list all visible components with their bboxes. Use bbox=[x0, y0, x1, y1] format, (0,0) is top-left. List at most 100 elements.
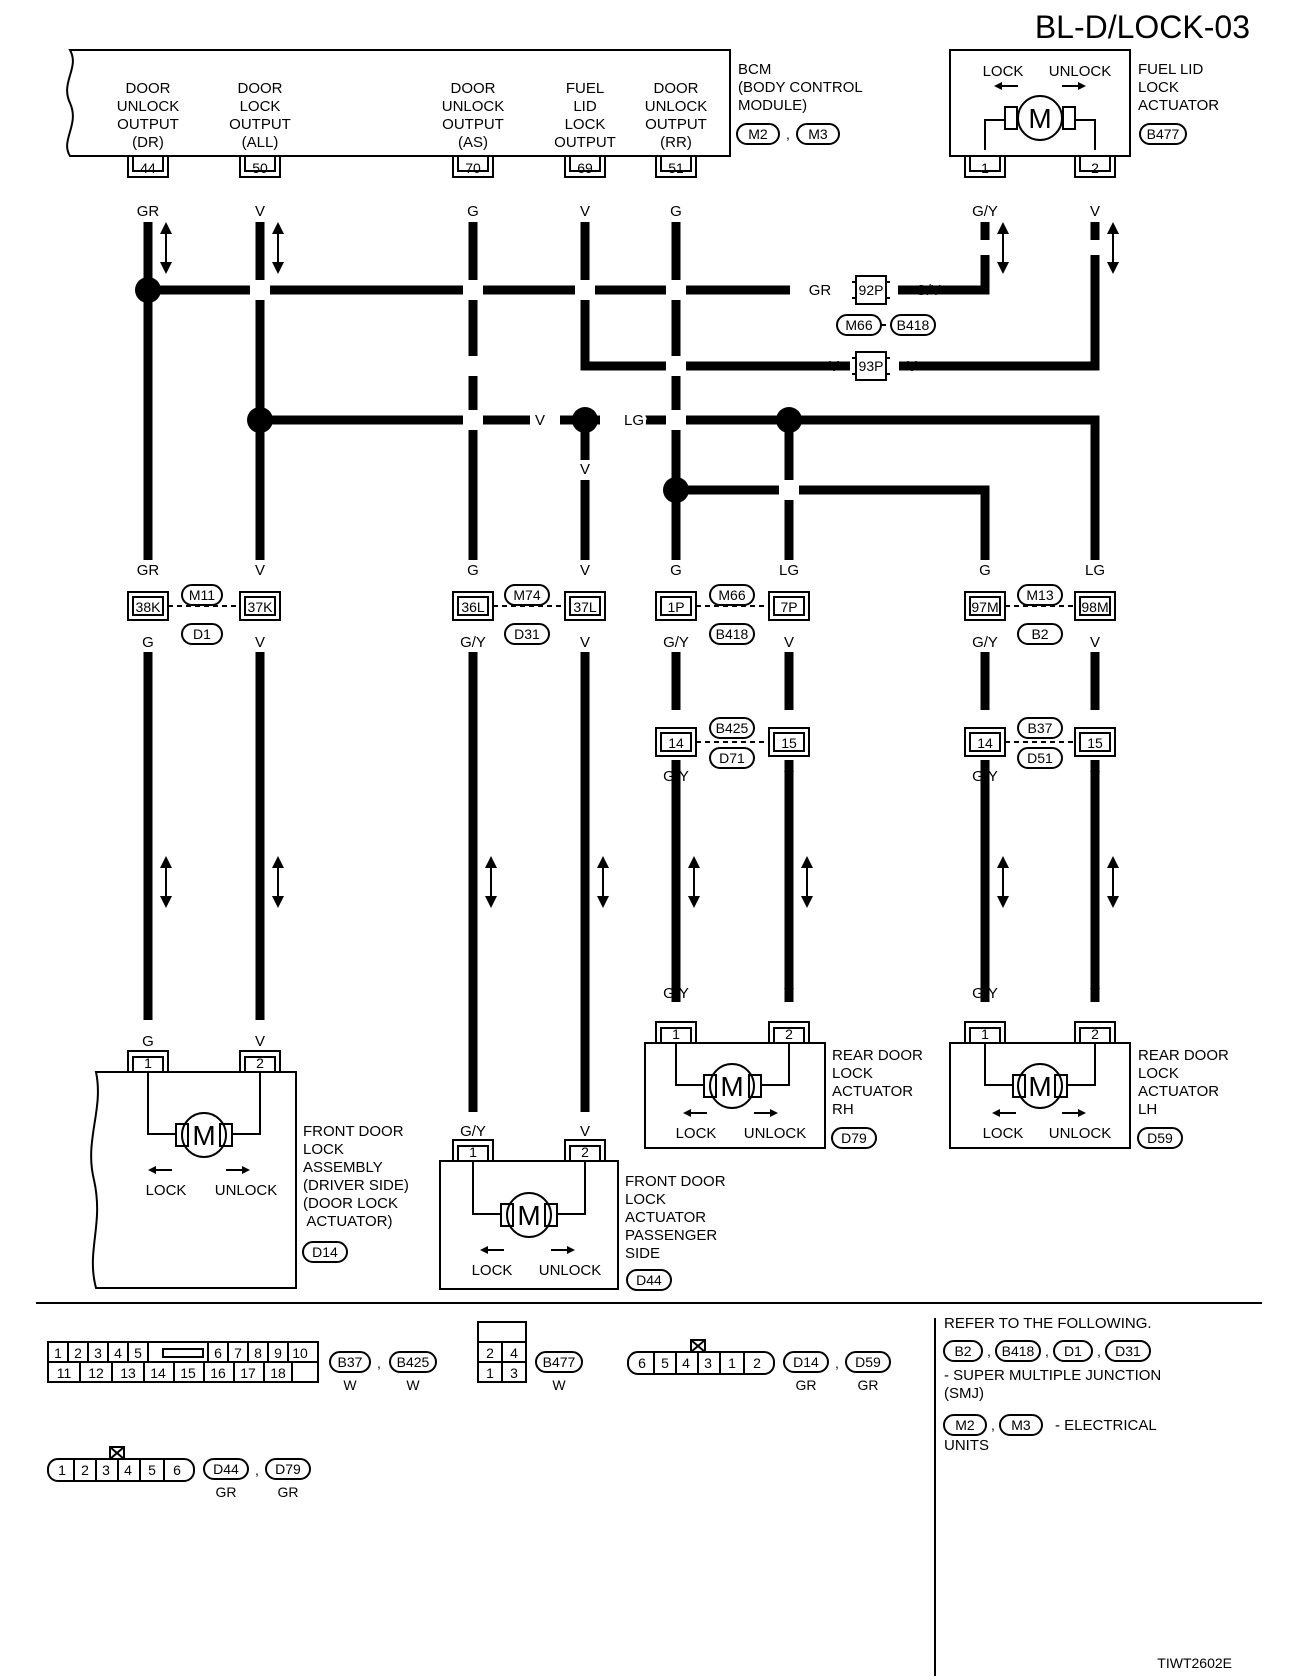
svg-text:G/Y: G/Y bbox=[663, 634, 689, 651]
svg-text:2: 2 bbox=[581, 1144, 589, 1160]
svg-text:G/Y: G/Y bbox=[972, 634, 998, 651]
svg-text:G: G bbox=[670, 562, 682, 579]
connector-ref: D59 bbox=[855, 1354, 881, 1370]
bcm-wire-colors: GR V G V G bbox=[137, 203, 682, 220]
svg-text:14: 14 bbox=[668, 735, 684, 751]
svg-text:V: V bbox=[580, 634, 590, 651]
svg-text:D79: D79 bbox=[841, 1130, 867, 1146]
pin-label: 4 bbox=[124, 1462, 132, 1478]
svg-text:D31: D31 bbox=[514, 626, 540, 642]
svg-text:LOCK: LOCK bbox=[146, 1182, 187, 1199]
face-conn-20pin bbox=[47, 1341, 319, 1383]
connector-color: W bbox=[343, 1377, 357, 1393]
bus-lg-label: LG bbox=[624, 412, 644, 429]
pin-label: 16 bbox=[210, 1365, 226, 1381]
svg-text:15: 15 bbox=[781, 735, 797, 751]
svg-text:14: 14 bbox=[977, 735, 993, 751]
svg-text:98M: 98M bbox=[1081, 599, 1108, 615]
svg-text:D51: D51 bbox=[1027, 750, 1053, 766]
svg-text:B418: B418 bbox=[716, 626, 749, 642]
svg-text:V: V bbox=[1090, 985, 1100, 1002]
svg-text:,: , bbox=[1097, 1343, 1101, 1359]
pin-label: 5 bbox=[134, 1345, 142, 1361]
svg-text:7P: 7P bbox=[780, 599, 797, 615]
svg-text:M: M bbox=[192, 1120, 215, 1151]
svg-text:B418: B418 bbox=[897, 317, 930, 333]
svg-text:2: 2 bbox=[785, 1026, 793, 1042]
connector-ref: B37 bbox=[338, 1354, 363, 1370]
pin-label: 5 bbox=[661, 1355, 669, 1371]
pin-label: 1 bbox=[58, 1462, 66, 1478]
pin-label: 6 bbox=[214, 1345, 222, 1361]
connector-ref: B425 bbox=[397, 1354, 430, 1370]
fuel-lid-unlock-label: UNLOCK bbox=[1049, 63, 1112, 80]
current-arrows bbox=[160, 222, 1119, 908]
svg-text:D59: D59 bbox=[1147, 1130, 1173, 1146]
svg-text:LG: LG bbox=[779, 562, 799, 579]
wire-crossings bbox=[250, 280, 799, 500]
svg-text:G/Y: G/Y bbox=[460, 1123, 486, 1140]
pin-label: 2 bbox=[81, 1462, 89, 1478]
pin-label: 6 bbox=[638, 1355, 646, 1371]
svg-text:2: 2 bbox=[1091, 1026, 1099, 1042]
svg-text:,: , bbox=[377, 1355, 381, 1371]
bus-v-label: V bbox=[535, 412, 545, 429]
pin-label: 5 bbox=[148, 1462, 156, 1478]
svg-text:LOCK: LOCK bbox=[983, 1125, 1024, 1142]
fuel-lid-lock-label: LOCK bbox=[983, 63, 1024, 80]
svg-text:1: 1 bbox=[469, 1144, 477, 1160]
svg-text:G/Y: G/Y bbox=[663, 768, 689, 785]
pin-label: 10 bbox=[292, 1345, 308, 1361]
drawing-code: TIWT2602E bbox=[1157, 1655, 1232, 1671]
svg-text:,: , bbox=[987, 1343, 991, 1359]
pin-label: 12 bbox=[88, 1365, 104, 1381]
connector-color: GR bbox=[278, 1484, 299, 1500]
svg-text:GR: GR bbox=[809, 282, 832, 299]
svg-text:M66: M66 bbox=[845, 317, 872, 333]
svg-text:UNLOCK: UNLOCK bbox=[1049, 1125, 1112, 1142]
svg-text:G/Y: G/Y bbox=[915, 282, 941, 299]
svg-text:D71: D71 bbox=[719, 750, 745, 766]
fuel-lid-connector: B477 bbox=[1147, 126, 1180, 142]
wire-unlock-rl bbox=[676, 485, 990, 1002]
fuel-lid-motor-glyph: M bbox=[1028, 103, 1051, 134]
mid-connector-m13-b2: G 97M G/Y LG 98M V M13 B2 bbox=[964, 562, 1116, 651]
svg-text:V: V bbox=[829, 358, 839, 375]
pin-label: 3 bbox=[704, 1355, 712, 1371]
svg-text:B37: B37 bbox=[1028, 720, 1053, 736]
svg-text:LG: LG bbox=[1085, 562, 1105, 579]
pin-label: 3 bbox=[94, 1345, 102, 1361]
connector-ref: D79 bbox=[275, 1461, 301, 1477]
svg-text:V: V bbox=[255, 203, 265, 220]
svg-text:37K: 37K bbox=[248, 599, 274, 615]
svg-text:M74: M74 bbox=[513, 587, 540, 603]
svg-text:36L: 36L bbox=[461, 599, 485, 615]
svg-text:UNLOCK: UNLOCK bbox=[215, 1182, 278, 1199]
svg-text:G/Y: G/Y bbox=[972, 768, 998, 785]
svg-text:,: , bbox=[991, 1417, 995, 1433]
svg-text:1: 1 bbox=[144, 1055, 152, 1071]
svg-text:V: V bbox=[784, 985, 794, 1002]
pin-label: 1 bbox=[728, 1355, 736, 1371]
pin-label: 1 bbox=[54, 1345, 62, 1361]
svg-text:M: M bbox=[720, 1071, 743, 1102]
bcm-box bbox=[66, 49, 731, 157]
bcm-pin-70: 70 bbox=[465, 160, 481, 176]
bcm-pin-44: 44 bbox=[140, 160, 156, 176]
svg-text:- ELECTRICAL: - ELECTRICAL bbox=[1055, 1417, 1157, 1434]
svg-text:2: 2 bbox=[256, 1055, 264, 1071]
lower-connector-b37-d51: 14 G/Y 15 V B37 D51 bbox=[964, 717, 1116, 785]
mid-connector-m74-d31: G 36L G/Y V 37L V M74 D31 bbox=[452, 562, 606, 651]
pin-label: 8 bbox=[254, 1345, 262, 1361]
